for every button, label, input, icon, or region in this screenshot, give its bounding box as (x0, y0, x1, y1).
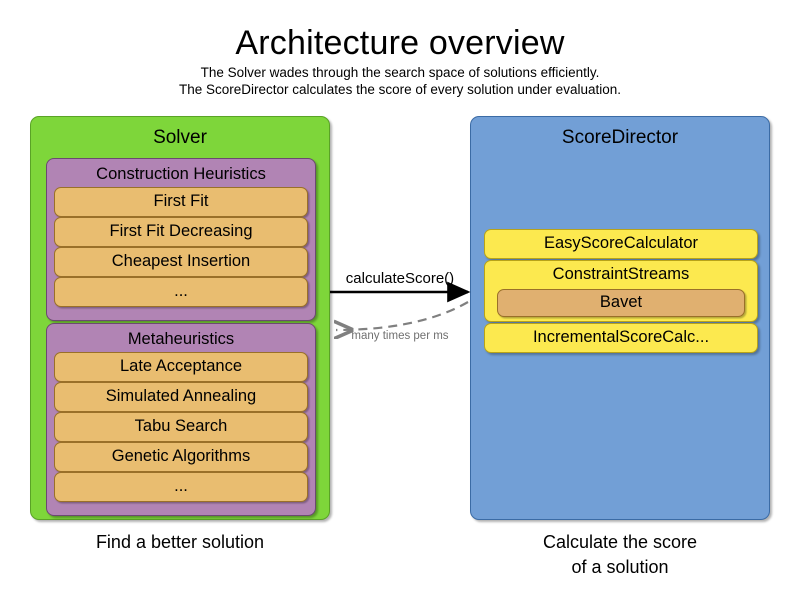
incremental-score-calculator-box[interactable]: IncrementalScoreCalc... (484, 323, 758, 353)
group-construction-heuristics-title: Construction Heuristics (96, 165, 266, 183)
calculate-score-arrow-label: calculateScore() (345, 270, 455, 287)
scoredirector-panel: ScoreDirector EasyScoreCalculator Constr… (470, 116, 770, 520)
list-item[interactable]: Simulated Annealing (54, 382, 308, 412)
list-item[interactable]: Tabu Search (54, 412, 308, 442)
list-item[interactable]: Cheapest Insertion (54, 247, 308, 277)
diagram-header: Architecture overview The Solver wades t… (0, 22, 800, 98)
many-times-per-ms-arrow-label: many times per ms (351, 330, 449, 342)
constraint-streams-box[interactable]: ConstraintStreams Bavet (484, 260, 758, 322)
list-item[interactable]: First Fit Decreasing (54, 217, 308, 247)
list-item[interactable]: First Fit (54, 187, 308, 217)
scoredirector-caption: Calculate the score of a solution (470, 530, 770, 580)
many-times-per-ms-arrow (336, 301, 469, 330)
metaheuristics-item-list: Late Acceptance Simulated Annealing Tabu… (47, 352, 315, 508)
group-construction-heuristics: Construction Heuristics First Fit First … (46, 158, 316, 321)
list-item[interactable]: ... (54, 472, 308, 502)
easy-score-calculator-box[interactable]: EasyScoreCalculator (484, 229, 758, 259)
solver-panel-title: Solver (153, 127, 207, 148)
constraint-streams-label: ConstraintStreams (552, 265, 690, 283)
solver-panel: Solver Construction Heuristics First Fit… (30, 116, 330, 520)
list-item[interactable]: ... (54, 277, 308, 307)
list-item[interactable]: Genetic Algorithms (54, 442, 308, 472)
subtitle-line-2: The ScoreDirector calculates the score o… (179, 82, 621, 97)
list-item[interactable]: Late Acceptance (54, 352, 308, 382)
scoredirector-caption-line-1: Calculate the score (542, 532, 698, 552)
group-metaheuristics-title: Metaheuristics (127, 330, 235, 348)
scoredirector-caption-line-2: of a solution (571, 557, 669, 577)
solver-caption: Find a better solution (95, 532, 265, 552)
construction-heuristics-item-list: First Fit First Fit Decreasing Cheapest … (47, 187, 315, 313)
subtitle-line-1: The Solver wades through the search spac… (200, 65, 600, 80)
group-metaheuristics: Metaheuristics Late Acceptance Simulated… (46, 323, 316, 516)
bavet-box[interactable]: Bavet (497, 289, 745, 317)
page-title: Architecture overview (235, 24, 565, 62)
scoredirector-panel-title: ScoreDirector (561, 127, 679, 148)
